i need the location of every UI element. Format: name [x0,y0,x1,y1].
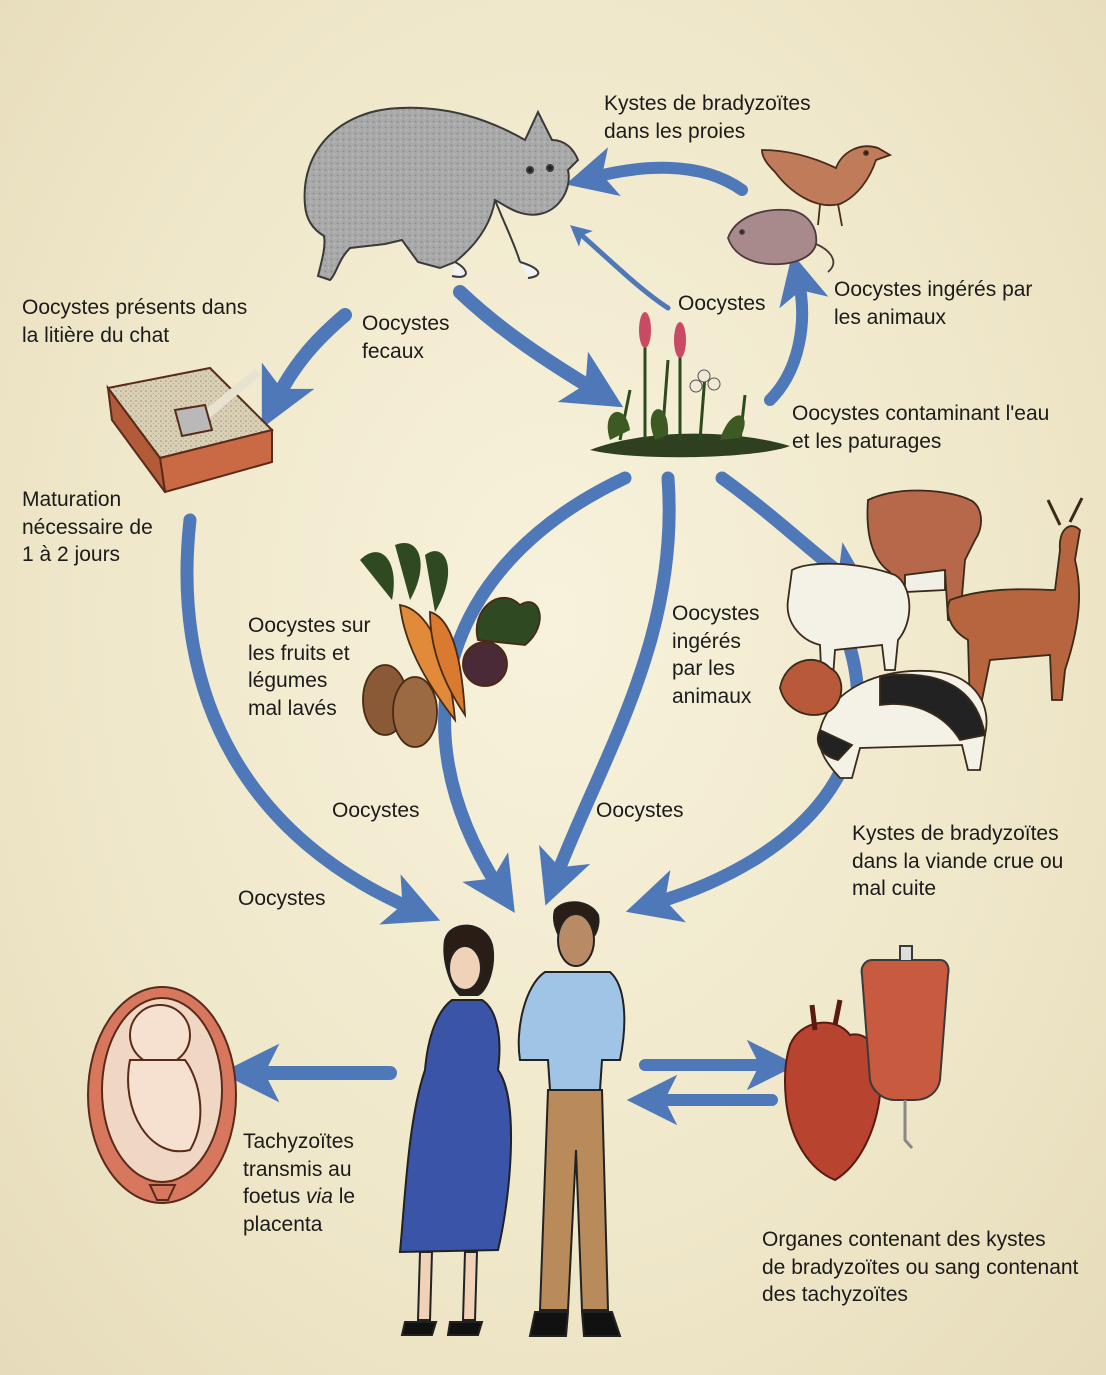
arrow-plants-to-cat [578,232,668,308]
label-oocystes-mid-left: Oocystes [332,797,420,825]
label-italic-via: via [306,1185,333,1208]
label-line: ingérés [672,628,760,656]
label-line: Oocystes contaminant l'eau [792,400,1049,428]
label-line: fecaux [362,338,450,366]
fetus-icon [88,987,236,1203]
label-kystes-viande: Kystes de bradyzoïtes dans la viande cru… [852,820,1063,903]
label-tachyzoites: Tachyzoïtes transmis au foetus via le pl… [243,1128,355,1239]
arrow-prey-to-cat [590,168,742,190]
arrow-cat-to-litter [275,315,345,402]
arrow-cat-to-plants [460,292,598,392]
label-fruits-legumes: Oocystes sur les fruits et légumes mal l… [248,612,371,723]
label-line: 1 à 2 jours [22,541,153,569]
label-organes: Organes contenant des kystes de bradyzoï… [762,1226,1078,1309]
pregnant-woman-icon [400,926,511,1335]
label-line: dans la viande crue ou [852,848,1063,876]
livestock-icon [780,491,1082,778]
label-oocystes-mid-right: Oocystes [596,797,684,825]
label-ingeres-animaux-mid: Oocystes ingérés par les animaux [672,600,760,711]
label-oocystes-fecaux: Oocystes fecaux [362,310,450,365]
label-line: Kystes de bradyzoïtes [852,820,1063,848]
label-line: dans les proies [604,118,811,146]
mouse-icon [728,210,833,272]
arrow-plants-to-prey [770,278,802,400]
label-line: nécessaire de [22,514,153,542]
label-line: et les paturages [792,428,1049,456]
label-line: Oocystes ingérés par [834,276,1032,304]
label-line: de bradyzoïtes ou sang contenant [762,1254,1078,1282]
label-oocystes-top: Oocystes [678,290,766,318]
label-line: Maturation [22,486,153,514]
label-line: les fruits et [248,640,371,668]
label-line: Oocystes [362,310,450,338]
label-line: animaux [672,683,760,711]
label-line: mal cuite [852,875,1063,903]
label-line: placenta [243,1211,355,1239]
label-line: Tachyzoïtes [243,1128,355,1156]
label-line: mal lavés [248,695,371,723]
label-line: Oocystes [672,600,760,628]
label-line: transmis au [243,1156,355,1184]
label-line: Kystes de bradyzoïtes [604,90,811,118]
label-oocystes-litiere: Oocystes présents dans la litière du cha… [22,294,247,349]
label-line: par les [672,655,760,683]
label-ingeres-animaux-top: Oocystes ingérés par les animaux [834,276,1032,331]
label-line: foetus via le [243,1183,355,1211]
label-segment: foetus [243,1185,306,1208]
plants-icon [590,312,790,457]
label-line: la litière du chat [22,322,247,350]
label-line: des tachyzoïtes [762,1281,1078,1309]
label-line: Organes contenant des kystes [762,1226,1078,1254]
label-line: Oocystes présents dans [22,294,247,322]
label-line: Oocystes sur [248,612,371,640]
label-contaminant-eau: Oocystes contaminant l'eau et les patura… [792,400,1049,455]
label-oocystes-low-left: Oocystes [238,885,326,913]
cat-icon [305,108,578,280]
label-line: les animaux [834,304,1032,332]
label-kystes-proies: Kystes de bradyzoïtes dans les proies [604,90,811,145]
label-segment: le [333,1185,355,1208]
label-line: légumes [248,667,371,695]
label-maturation: Maturation nécessaire de 1 à 2 jours [22,486,153,569]
man-icon [519,902,625,1336]
litter-box-icon [108,368,272,492]
arrow-plants-to-vegetables-humans [445,478,625,890]
